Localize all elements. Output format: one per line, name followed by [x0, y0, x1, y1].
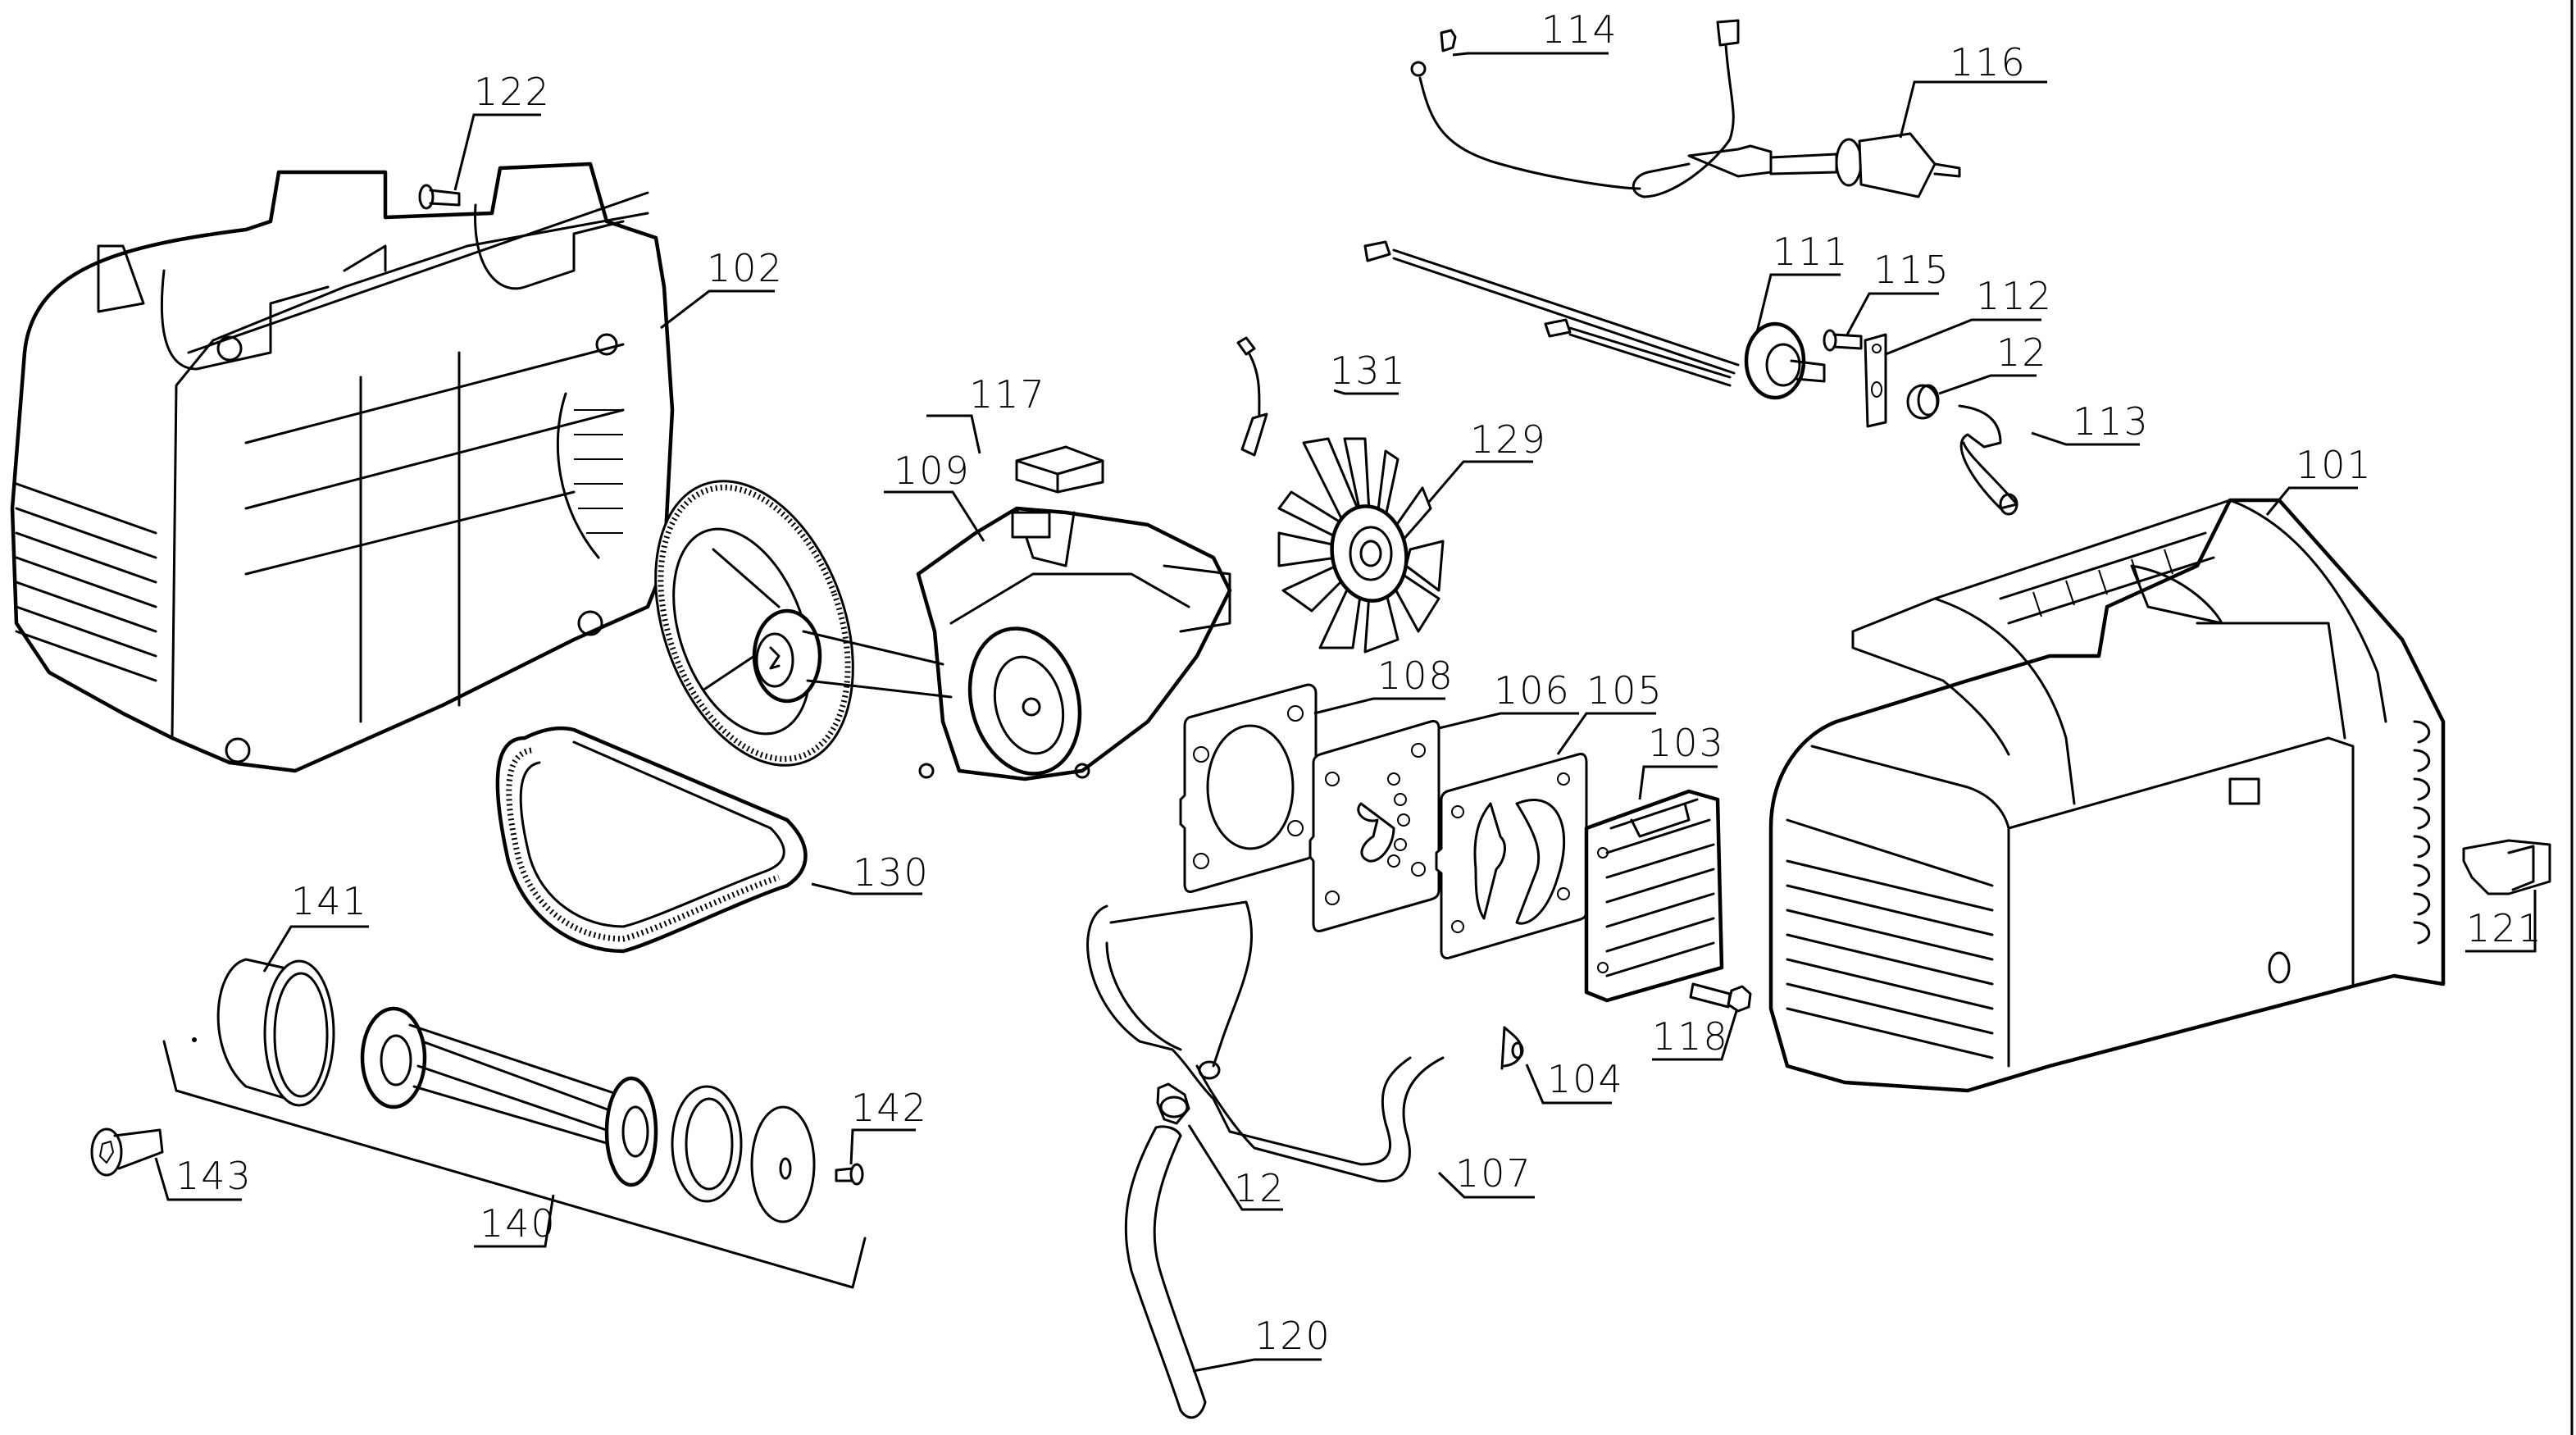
callout-129: 129 [1427, 417, 1547, 503]
callout-label-113: 113 [2073, 399, 2150, 444]
bracket-112 [1864, 333, 1887, 428]
callout-label-143: 143 [175, 1154, 253, 1198]
hose-120 [1124, 1125, 1207, 1419]
callouts: 122 102 114 116 111 115 112 [154, 7, 2543, 1373]
callout-label-101: 101 [2296, 443, 2373, 487]
gasket-105 [1435, 753, 1588, 959]
callout-label-12-lower: 12 [1234, 1166, 1286, 1210]
bolt-118 [1689, 982, 1752, 1013]
callout-label-104: 104 [1547, 1057, 1624, 1101]
callout-111: 111 [1755, 230, 1850, 333]
motor-assembly [654, 480, 1232, 781]
callout-130: 130 [811, 850, 930, 895]
callout-115: 115 [1845, 248, 1950, 337]
callout-label-105: 105 [1586, 668, 1663, 713]
drive-belt-130 [495, 726, 808, 954]
callout-label-141: 141 [291, 879, 368, 923]
callout-109: 109 [884, 449, 985, 542]
callout-label-111: 111 [1773, 230, 1850, 274]
callout-107: 107 [1437, 1151, 1535, 1199]
hose-clamp-12-lower [1156, 1082, 1190, 1125]
callout-121: 121 [2465, 890, 2543, 953]
callout-102: 102 [660, 246, 784, 330]
screw-115 [1823, 329, 1863, 352]
screw-143 [90, 1128, 164, 1177]
callout-106: 106 [1438, 668, 1579, 730]
gasket-108 [1179, 683, 1318, 893]
screw-142 [835, 1163, 864, 1186]
callout-label-118: 118 [1652, 1014, 1729, 1059]
callout-label-108: 108 [1377, 654, 1454, 698]
screw-122 [418, 184, 461, 210]
outlet-tube-107 [1086, 900, 1445, 1182]
callout-label-103: 103 [1648, 721, 1725, 765]
callout-label-122: 122 [474, 70, 551, 114]
callout-113: 113 [2031, 399, 2150, 446]
callout-104: 104 [1525, 1057, 1624, 1105]
pressure-switch-111 [1363, 240, 1826, 400]
callout-141: 141 [262, 879, 369, 973]
callout-108: 108 [1313, 654, 1454, 715]
callout-117: 117 [926, 372, 1046, 454]
callout-label-106: 106 [1494, 668, 1571, 713]
carbon-brush-131 [1236, 336, 1268, 457]
callout-116: 116 [1899, 40, 2047, 139]
foam-pad-117 [1015, 445, 1104, 494]
right-housing-part [1768, 498, 2446, 1093]
callout-label-117: 117 [969, 372, 1046, 417]
elbow-hose-113 [1958, 404, 2018, 516]
callout-105: 105 [1556, 668, 1663, 755]
callout-131: 131 [1330, 348, 1407, 395]
callout-label-142: 142 [851, 1086, 928, 1130]
callout-label-129: 129 [1470, 417, 1547, 462]
ground-screw-114 [1440, 29, 1457, 52]
callout-label-109: 109 [894, 449, 971, 493]
callout-label-107: 107 [1455, 1151, 1532, 1196]
callout-142: 142 [849, 1086, 928, 1165]
clip-104 [1500, 1026, 1524, 1070]
callout-label-130: 130 [853, 850, 930, 895]
callout-label-140: 140 [480, 1201, 557, 1246]
callout-112: 112 [1885, 274, 2053, 356]
power-cord-116 [1410, 19, 1961, 198]
callout-118: 118 [1652, 1010, 1738, 1061]
callout-label-12-top: 12 [1996, 330, 2048, 375]
callout-143: 143 [154, 1154, 253, 1201]
callout-label-120: 120 [1254, 1314, 1331, 1358]
callout-label-121: 121 [2466, 906, 2543, 950]
callout-label-116: 116 [1950, 40, 2027, 84]
side-fins [2413, 720, 2430, 945]
callout-label-112: 112 [1976, 274, 2053, 318]
handle-grip [1999, 531, 2215, 625]
callout-12-top: 12 [1938, 330, 2048, 395]
right-grille [1786, 859, 1994, 1059]
callout-label-114: 114 [1541, 7, 1618, 52]
callout-120: 120 [1192, 1314, 1331, 1373]
left-grille [15, 482, 157, 682]
cylinder-head-103 [1584, 789, 1724, 1003]
fan-129 [1277, 437, 1445, 654]
hose-clamp-12-top [1906, 384, 1940, 420]
callout-label-115: 115 [1873, 248, 1950, 292]
callout-label-102: 102 [707, 246, 784, 290]
cylinder-141 [192, 958, 335, 1107]
callout-label-131: 131 [1330, 348, 1407, 393]
callout-140: 140 [474, 1194, 557, 1248]
callout-114: 114 [1452, 7, 1618, 57]
callout-103: 103 [1638, 721, 1725, 800]
valve-plate-106 [1308, 720, 1440, 932]
callout-101: 101 [2265, 443, 2373, 516]
rocker-switch-121 [2462, 839, 2551, 895]
connecting-rod-assembly-140 [162, 958, 867, 1289]
callout-122: 122 [453, 70, 551, 191]
left-housing-part [10, 162, 675, 773]
callout-12-lower: 12 [1187, 1124, 1286, 1211]
